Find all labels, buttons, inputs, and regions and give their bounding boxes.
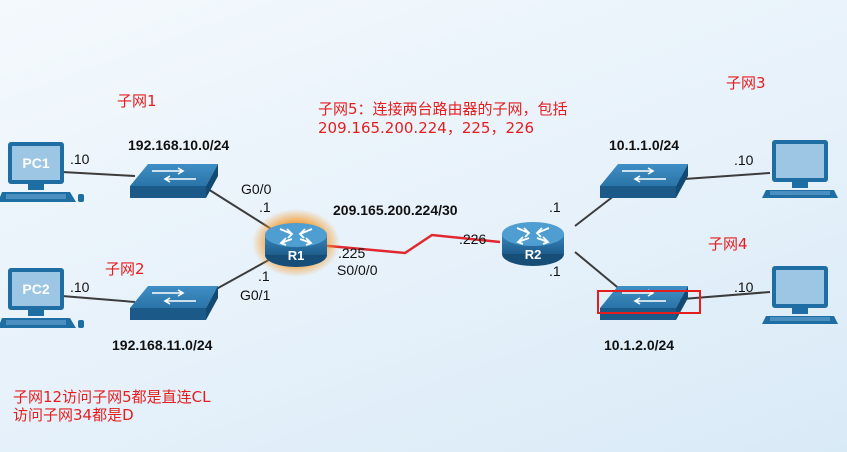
subnet-lan2-label: 192.168.11.0/24 <box>112 337 213 353</box>
pc3-computer-icon[interactable] <box>762 140 838 198</box>
r1-s000-host-label: .225 <box>338 245 365 261</box>
switch-1-icon[interactable] <box>130 164 218 198</box>
routing-note-line2: 访问子网34都是D <box>13 406 134 424</box>
r1-label: R1 <box>288 248 305 263</box>
subnet3-annotation: 子网3 <box>726 74 766 92</box>
subnet2-annotation: 子网2 <box>105 260 145 278</box>
r2-lan3-host-label: .1 <box>549 199 561 215</box>
router-r2-icon[interactable]: R2 <box>502 222 564 266</box>
r1-g01-interface-label: G0/1 <box>240 287 271 303</box>
pc1-host-label: .10 <box>70 151 90 167</box>
switch-4-highlight-box <box>597 290 701 314</box>
r1-g00-host-label: .1 <box>259 199 271 215</box>
r1-g01-host-label: .1 <box>258 268 270 284</box>
routing-note-line1: 子网12访问子网5都是直连CL <box>13 388 211 406</box>
r2-lan4-host-label: .1 <box>549 263 561 279</box>
subnet5-annotation-line1: 子网5：连接两台路由器的子网，包括 <box>318 100 568 118</box>
pc3-host-label: .10 <box>734 152 754 168</box>
link-pc2-sw2 <box>61 295 136 303</box>
subnet4-annotation: 子网4 <box>708 235 748 253</box>
subnet-lan1-label: 192.168.10.0/24 <box>128 137 229 153</box>
pc4-host-label: .10 <box>734 279 754 295</box>
link-sw3-pc3 <box>669 172 771 181</box>
subnet5-annotation-line2: 209.165.200.224，225，226 <box>318 119 534 137</box>
subnet-lan3-label: 10.1.1.0/24 <box>609 137 679 153</box>
r1-s000-interface-label: S0/0/0 <box>337 262 378 278</box>
pc2-computer-icon[interactable]: PC2 <box>0 268 84 328</box>
switch-2-icon[interactable] <box>130 286 218 320</box>
subnet1-annotation: 子网1 <box>117 92 157 110</box>
subnet-lan4-label: 10.1.2.0/24 <box>604 337 674 353</box>
switch-3-icon[interactable] <box>600 164 688 198</box>
link-serial-r1-r2 <box>317 233 501 255</box>
link-pc1-sw1 <box>61 171 136 177</box>
pc1-computer-icon[interactable]: PC1 <box>0 142 84 202</box>
pc4-computer-icon[interactable] <box>762 266 838 324</box>
pc2-host-label: .10 <box>70 279 90 295</box>
r2-label: R2 <box>525 247 542 262</box>
router-r1-icon[interactable]: R1 <box>252 209 340 277</box>
pc1-label: PC1 <box>22 155 49 171</box>
subnet-wan-label: 209.165.200.224/30 <box>333 202 458 218</box>
pc2-label: PC2 <box>22 281 49 297</box>
r2-wan-host-label: .226 <box>459 231 486 247</box>
r1-g00-interface-label: G0/0 <box>241 181 272 197</box>
